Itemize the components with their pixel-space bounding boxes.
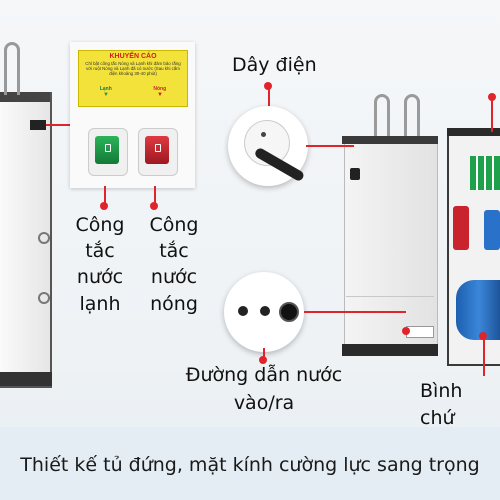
filter-cartridge-blue <box>484 210 500 250</box>
left-vent-icon <box>38 292 50 304</box>
connector-line <box>268 84 270 106</box>
warning-body: Chỉ bật công tắc Nóng và Lạnh khi đảm bả… <box>85 61 181 77</box>
water-line-label: Đường dẫn nước vào/ra <box>185 364 343 414</box>
pressure-tank <box>456 280 500 340</box>
middle-dispenser-divider <box>346 296 434 297</box>
warning-title: KHUYẾN CÁO <box>109 53 157 60</box>
socket-hole <box>261 132 266 137</box>
water-port <box>260 306 270 316</box>
connector-line <box>154 186 156 206</box>
hot-switch-label: Công tắc nước nóng <box>149 214 199 315</box>
connector-dot <box>150 202 158 210</box>
middle-dispenser-top <box>342 136 438 144</box>
left-dispenser-faucet <box>4 42 20 95</box>
connector-line <box>306 145 354 147</box>
left-vent-icon <box>38 232 50 244</box>
filter-cartridges-green <box>470 156 500 190</box>
arrow-down-icon: ▼ <box>157 92 163 98</box>
left-dispenser-switch-window <box>30 120 46 130</box>
connector-line <box>46 124 72 126</box>
connector-line <box>483 336 485 376</box>
water-port <box>279 302 299 322</box>
connector-dot <box>402 327 410 335</box>
cold-switch-mark <box>105 144 111 152</box>
switch-panel: KHUYẾN CÁO Chỉ bật công tắc Nóng và Lạnh… <box>70 42 195 188</box>
connector-dot <box>264 82 272 90</box>
hot-switch-mark <box>155 144 161 152</box>
middle-dispenser-faucet <box>374 94 390 143</box>
right-dispenser-top <box>447 128 500 136</box>
cold-switch-label: Công tắc nước lạnh <box>75 214 125 315</box>
power-cord-label: Dây điện <box>232 54 317 76</box>
hot-label: Nóng <box>153 86 167 92</box>
middle-dispenser-faucet <box>404 94 420 143</box>
connector-line <box>304 311 406 313</box>
hot-water-switch[interactable] <box>145 136 169 164</box>
cold-label: Lạnh <box>99 86 112 92</box>
caption-text: Thiết kế tủ đứng, mặt kính cường lực san… <box>20 454 480 476</box>
filter-cartridge-red <box>453 206 469 250</box>
middle-water-ports <box>406 326 434 338</box>
middle-dispenser-base <box>342 344 438 356</box>
connector-dot <box>259 356 267 364</box>
left-dispenser-top <box>0 92 50 102</box>
connector-line <box>263 348 265 362</box>
water-port <box>238 306 248 316</box>
connector-dot <box>100 202 108 210</box>
power-cord-closeup <box>228 106 308 186</box>
arrow-down-icon: ▼ <box>103 92 109 98</box>
middle-cord-port <box>350 168 360 180</box>
connector-line <box>104 186 106 206</box>
cold-water-switch[interactable] <box>95 136 119 164</box>
warning-label: KHUYẾN CÁO Chỉ bật công tắc Nóng và Lạnh… <box>78 50 188 107</box>
left-dispenser-base <box>0 372 52 386</box>
water-line-closeup <box>224 272 304 352</box>
caption-bar <box>0 427 500 500</box>
connector-dot <box>479 332 487 340</box>
connector-line <box>491 96 493 132</box>
tank-label: Bình chứ <box>420 380 463 429</box>
power-socket <box>244 120 290 166</box>
